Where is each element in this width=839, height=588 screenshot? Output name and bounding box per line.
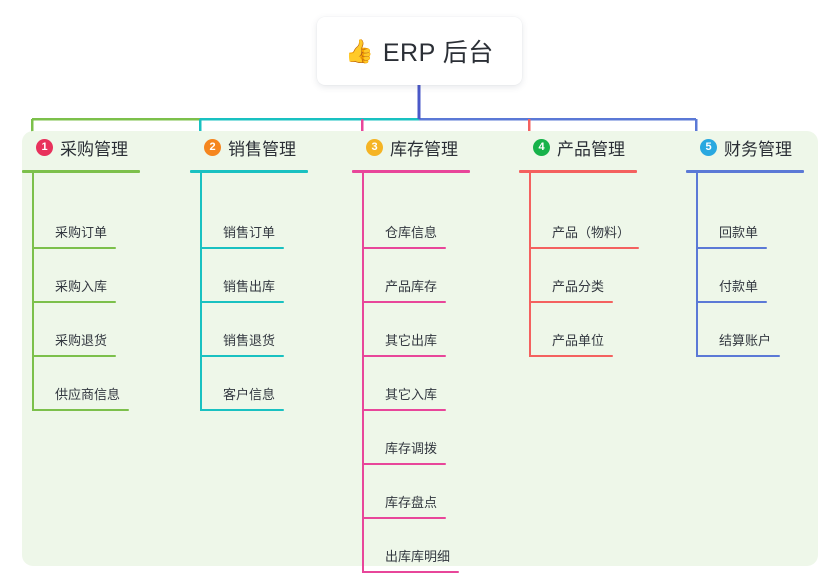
leaf-item[interactable]: 其它入库 bbox=[362, 357, 446, 411]
branch-header-2[interactable]: 2 销售管理 bbox=[190, 131, 296, 163]
branch-badge-1: 1 bbox=[36, 138, 53, 156]
thumbs-up-icon: 👍 bbox=[345, 37, 374, 64]
branch-column-5: 5 财务管理回款单付款单结算账户 bbox=[686, 131, 804, 357]
branch-header-4[interactable]: 4 产品管理 bbox=[519, 131, 625, 163]
leaf-item-label: 销售订单 bbox=[223, 225, 276, 240]
leaf-item[interactable]: 结算账户 bbox=[696, 303, 780, 357]
branch-spine-3 bbox=[362, 173, 364, 573]
leaf-item-label: 其它入库 bbox=[385, 387, 438, 402]
branch-column-3: 3 库存管理仓库信息产品库存其它出库其它入库库存调拨库存盘点出库库明细 bbox=[352, 131, 470, 573]
leaf-item-underline bbox=[696, 355, 780, 357]
branch-title-4: 产品管理 bbox=[557, 139, 625, 159]
branch-spine-2 bbox=[200, 173, 202, 411]
branch-header-1[interactable]: 1 采购管理 bbox=[22, 131, 128, 163]
leaf-item-underline bbox=[362, 463, 446, 465]
branch-badge-3: 3 bbox=[366, 138, 383, 156]
branch-title-2: 销售管理 bbox=[228, 139, 296, 159]
leaf-item[interactable]: 采购订单 bbox=[32, 195, 116, 249]
leaf-item[interactable]: 产品分类 bbox=[529, 249, 613, 303]
branch-spine-4 bbox=[529, 173, 531, 357]
leaf-item[interactable]: 供应商信息 bbox=[32, 357, 129, 411]
root-node-content: 👍 ERP 后台 bbox=[345, 33, 494, 69]
leaf-item-label: 产品（物料） bbox=[552, 225, 631, 240]
leaf-item-underline bbox=[696, 301, 767, 303]
leaf-item-underline bbox=[362, 517, 446, 519]
leaf-item[interactable]: 销售退货 bbox=[200, 303, 284, 357]
leaf-item-underline bbox=[32, 301, 116, 303]
leaf-item[interactable]: 采购入库 bbox=[32, 249, 116, 303]
leaf-item-underline bbox=[362, 355, 446, 357]
leaf-item[interactable]: 出库库明细 bbox=[362, 519, 459, 573]
root-node[interactable]: 👍 ERP 后台 bbox=[317, 17, 522, 85]
leaf-item[interactable]: 仓库信息 bbox=[362, 195, 446, 249]
leaf-item-label: 采购退货 bbox=[55, 333, 108, 348]
leaf-item[interactable]: 库存盘点 bbox=[362, 465, 446, 519]
branch-header-5[interactable]: 5 财务管理 bbox=[686, 131, 792, 163]
leaf-item[interactable]: 库存调拨 bbox=[362, 411, 446, 465]
leaf-item-underline bbox=[200, 247, 284, 249]
leaf-item-underline bbox=[529, 247, 639, 249]
leaf-item-underline bbox=[529, 355, 613, 357]
branch-underline-3 bbox=[352, 170, 470, 173]
branch-underline-4 bbox=[519, 170, 637, 173]
branch-title-1: 采购管理 bbox=[60, 139, 128, 159]
branch-column-2: 2 销售管理销售订单销售出库销售退货客户信息 bbox=[190, 131, 308, 411]
branch-header-3[interactable]: 3 库存管理 bbox=[352, 131, 458, 163]
branch-spine-1 bbox=[32, 173, 34, 411]
branch-badge-5: 5 bbox=[700, 138, 717, 156]
leaf-item-label: 回款单 bbox=[719, 225, 759, 240]
leaf-item-underline bbox=[362, 409, 446, 411]
leaf-item-underline bbox=[200, 301, 284, 303]
leaf-item-underline bbox=[696, 247, 767, 249]
leaf-item[interactable]: 销售订单 bbox=[200, 195, 284, 249]
branches-panel: 1 采购管理采购订单采购入库采购退货供应商信息 2 销售管理销售订单销售出库销售退货客… bbox=[22, 131, 818, 573]
branch-badge-2: 2 bbox=[204, 138, 221, 156]
leaf-item[interactable]: 其它出库 bbox=[362, 303, 446, 357]
leaf-item-underline bbox=[200, 409, 284, 411]
leaf-item[interactable]: 销售出库 bbox=[200, 249, 284, 303]
leaf-item-label: 产品单位 bbox=[552, 333, 605, 348]
leaf-item-underline bbox=[529, 301, 613, 303]
leaf-item[interactable]: 产品单位 bbox=[529, 303, 613, 357]
leaf-item-label: 产品库存 bbox=[385, 279, 438, 294]
leaf-item-underline bbox=[200, 355, 284, 357]
leaf-item-label: 结算账户 bbox=[719, 333, 772, 348]
leaf-item-label: 库存调拨 bbox=[385, 441, 438, 456]
leaf-item-label: 产品分类 bbox=[552, 279, 605, 294]
branch-underline-1 bbox=[22, 170, 140, 173]
leaf-item-underline bbox=[32, 355, 116, 357]
branch-badge-4: 4 bbox=[533, 138, 550, 156]
leaf-item-label: 仓库信息 bbox=[385, 225, 438, 240]
branch-column-1: 1 采购管理采购订单采购入库采购退货供应商信息 bbox=[22, 131, 140, 411]
branch-title-3: 库存管理 bbox=[390, 139, 458, 159]
leaf-item-label: 库存盘点 bbox=[385, 495, 438, 510]
leaf-item-underline bbox=[32, 247, 116, 249]
leaf-item-label: 采购入库 bbox=[55, 279, 108, 294]
leaf-item-label: 供应商信息 bbox=[55, 387, 121, 402]
leaf-item-label: 其它出库 bbox=[385, 333, 438, 348]
branch-underline-5 bbox=[686, 170, 804, 173]
leaf-item-label: 客户信息 bbox=[223, 387, 276, 402]
branch-title-5: 财务管理 bbox=[724, 139, 792, 159]
root-node-title: ERP 后台 bbox=[382, 39, 494, 67]
leaf-item-label: 采购订单 bbox=[55, 225, 108, 240]
leaf-item[interactable]: 客户信息 bbox=[200, 357, 284, 411]
leaf-item-label: 付款单 bbox=[719, 279, 759, 294]
leaf-item-label: 销售退货 bbox=[223, 333, 276, 348]
leaf-item-underline bbox=[362, 571, 459, 573]
branch-column-4: 4 产品管理产品（物料） 产品分类产品单位 bbox=[519, 131, 639, 357]
leaf-item-underline bbox=[362, 301, 446, 303]
leaf-item-underline bbox=[32, 409, 129, 411]
leaf-item-label: 销售出库 bbox=[223, 279, 276, 294]
leaf-item[interactable]: 采购退货 bbox=[32, 303, 116, 357]
branch-spine-5 bbox=[696, 173, 698, 357]
leaf-item[interactable]: 产品库存 bbox=[362, 249, 446, 303]
leaf-item-underline bbox=[362, 247, 446, 249]
leaf-item-label: 出库库明细 bbox=[385, 549, 451, 564]
leaf-item[interactable]: 产品（物料） bbox=[529, 195, 639, 249]
branch-underline-2 bbox=[190, 170, 308, 173]
leaf-item[interactable]: 付款单 bbox=[696, 249, 767, 303]
leaf-item[interactable]: 回款单 bbox=[696, 195, 767, 249]
